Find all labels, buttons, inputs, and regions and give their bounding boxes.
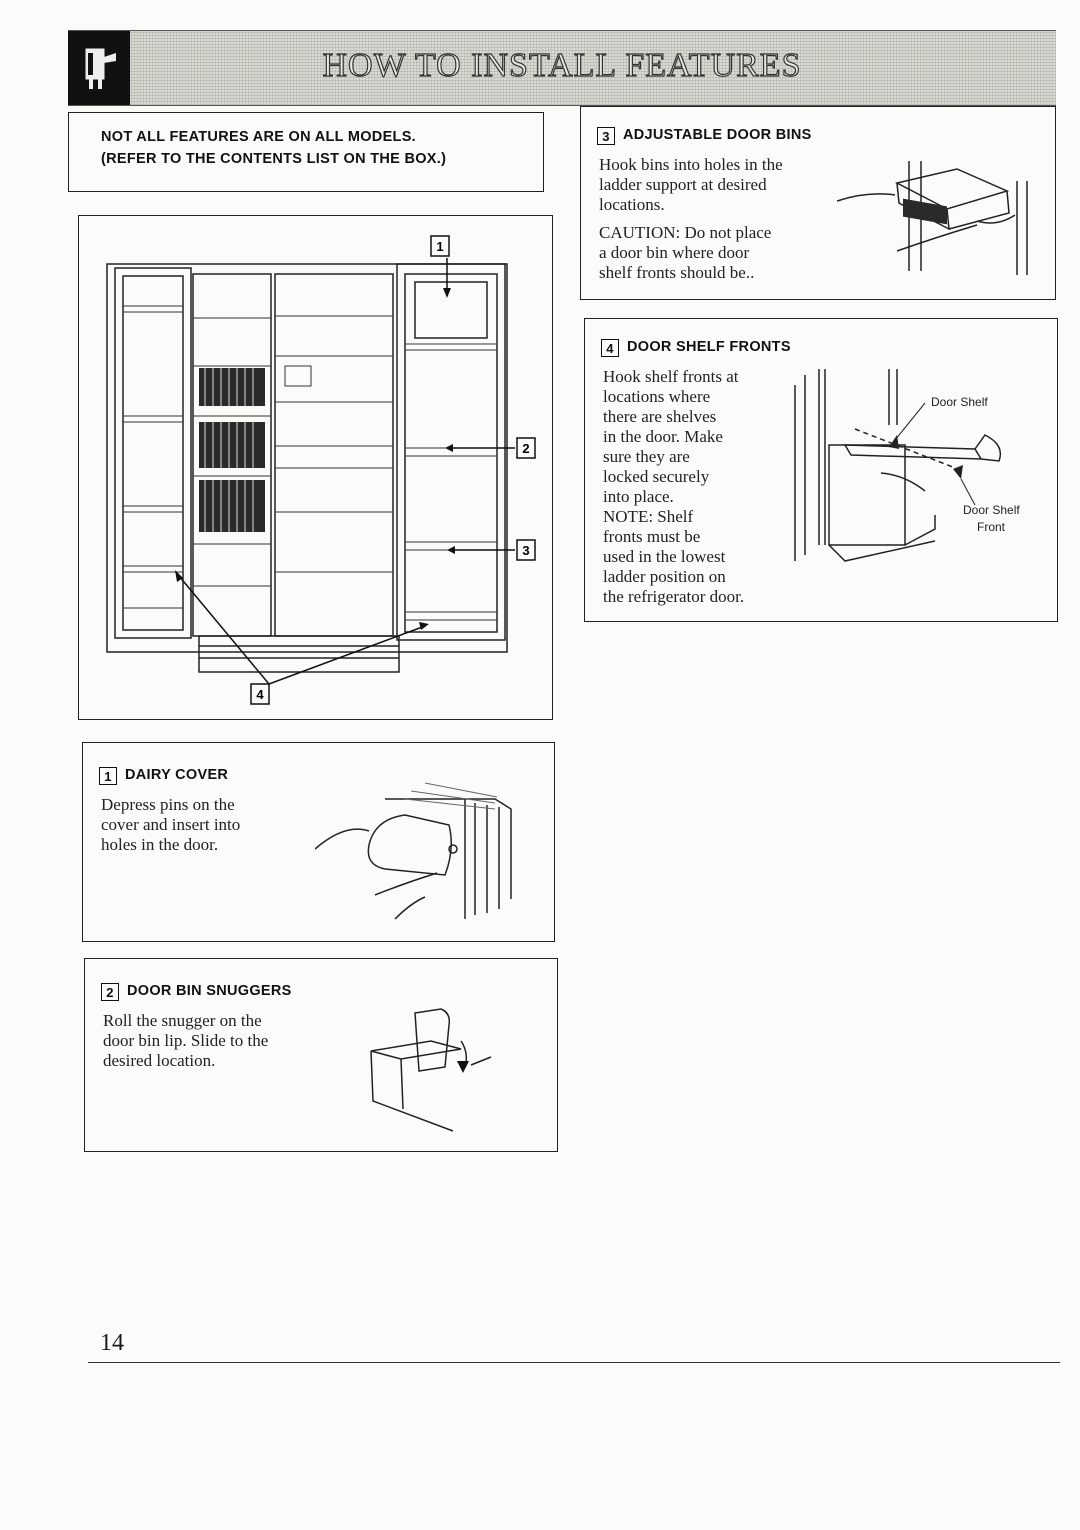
callout-1: 1 <box>436 239 443 254</box>
page-title: HOW TO INSTALL FEATURES <box>322 46 802 84</box>
refrigerator-diagram-panel: 1 2 3 4 <box>78 215 553 720</box>
instruction-text: Roll the snugger on the door bin lip. Sl… <box>103 1011 269 1070</box>
section-number-badge: 2 <box>101 983 119 1001</box>
header-banner: HOW TO INSTALL FEATURES <box>68 30 1056 106</box>
callout-3: 3 <box>522 543 529 558</box>
section-title: DOOR SHELF FRONTS <box>627 339 791 355</box>
dairy-cover-illustration <box>315 782 512 920</box>
footer-divider <box>88 1362 1060 1363</box>
section-title: DAIRY COVER <box>125 767 229 783</box>
page-number: 14 <box>100 1330 124 1356</box>
callout-2: 2 <box>522 441 529 456</box>
notice-box: NOT ALL FEATURES ARE ON ALL MODELS. (REF… <box>68 112 544 192</box>
caution-text: CAUTION: Do not place a door bin where d… <box>599 223 772 282</box>
door-shelf-illustration <box>794 369 1002 562</box>
instruction-text: Hook shelf fronts at locations where the… <box>603 367 745 606</box>
notice-line-1: NOT ALL FEATURES ARE ON ALL MODELS. <box>101 129 416 145</box>
dairy-cover-section: 1 DAIRY COVER Depress pins on the cover a… <box>82 742 555 942</box>
section-number-badge: 4 <box>601 339 619 357</box>
door-shelf-front-label-1: Door Shelf <box>963 503 1020 517</box>
refrigerator-icon <box>68 31 130 105</box>
door-shelf-front-label-2: Front <box>977 520 1006 534</box>
door-bin-illustration <box>837 161 1028 275</box>
section-number-badge: 1 <box>99 767 117 785</box>
section-title: DOOR BIN SNUGGERS <box>127 983 292 999</box>
bin-snugger-illustration <box>370 1008 492 1132</box>
instruction-text: Hook bins into holes in the ladder suppo… <box>599 155 783 214</box>
adjustable-door-bins-section: 3 ADJUSTABLE DOOR BINS Hook bins into hol… <box>580 106 1056 300</box>
door-bin-snuggers-section: 2 DOOR BIN SNUGGERS Roll the snugger on t… <box>84 958 558 1152</box>
refrigerator-diagram: 1 2 3 4 <box>106 235 536 705</box>
notice-line-2: (REFER TO THE CONTENTS LIST ON THE BOX.) <box>101 151 447 167</box>
instruction-text: Depress pins on the cover and insert int… <box>101 795 241 854</box>
door-shelf-label: Door Shelf <box>931 395 988 409</box>
callout-4: 4 <box>256 687 264 702</box>
section-title: ADJUSTABLE DOOR BINS <box>623 127 812 143</box>
section-number-badge: 3 <box>597 127 615 145</box>
door-shelf-fronts-section: 4 DOOR SHELF FRONTS Hook shelf fronts at … <box>584 318 1058 622</box>
